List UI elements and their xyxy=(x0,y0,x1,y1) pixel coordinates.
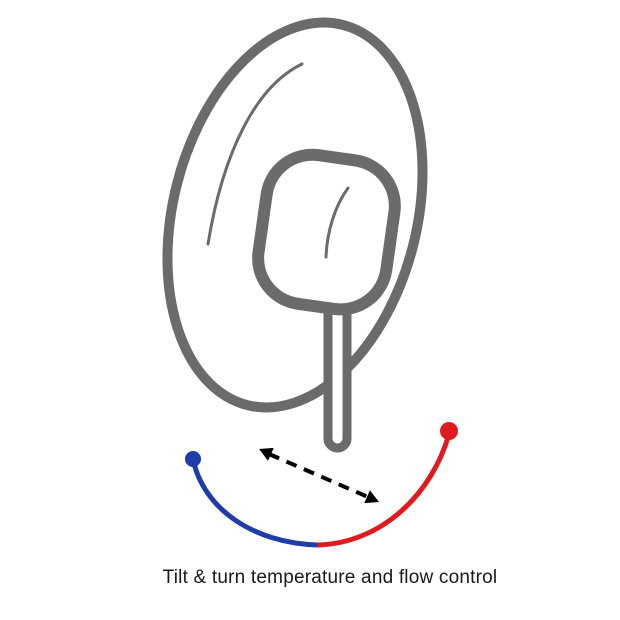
tilt-arrow-head-left xyxy=(259,447,274,461)
handle-group xyxy=(252,148,401,316)
tilt-arrow-head-right xyxy=(364,490,379,504)
tilt-arrow-shaft xyxy=(268,452,369,499)
caption: Tilt & turn temperature and flow control xyxy=(162,567,498,588)
backplate-highlight xyxy=(206,62,304,246)
cold-endpoint-dot xyxy=(185,451,201,467)
temperature-range-arc xyxy=(185,422,458,548)
handle-face xyxy=(252,148,401,316)
hot-endpoint-dot xyxy=(440,422,458,440)
handle-highlight xyxy=(324,186,350,259)
hot-arc xyxy=(317,433,452,548)
cold-arc xyxy=(190,458,319,548)
tilt-arrow-icon xyxy=(259,447,379,504)
